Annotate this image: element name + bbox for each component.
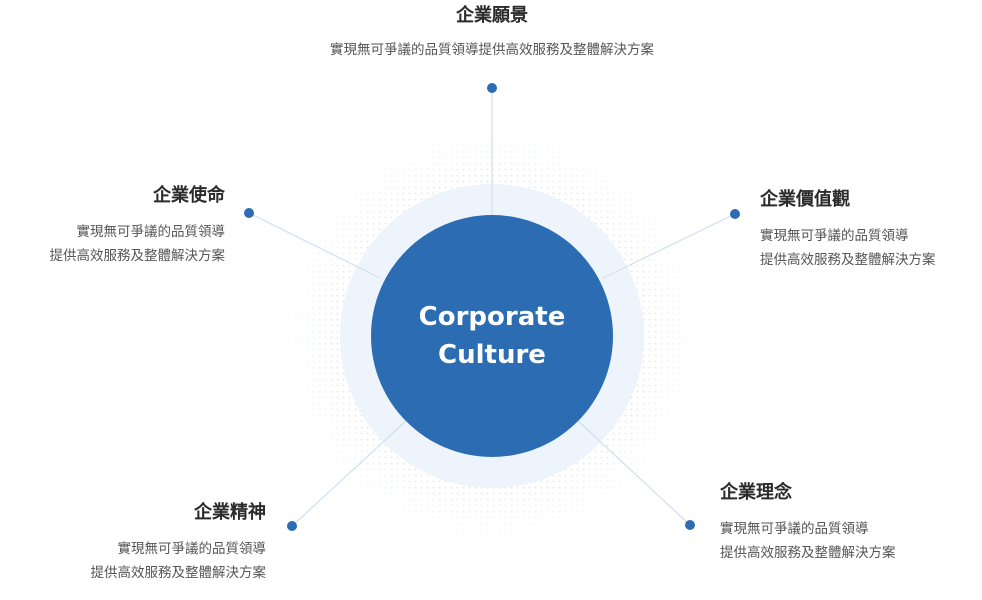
node-mission-title: 企業使命 — [153, 185, 225, 206]
node-values-desc-line1: 實現無可爭議的品質領導 — [760, 228, 909, 244]
node-dot-spirit — [287, 521, 297, 531]
node-philosophy-desc-line2: 提供高效服務及整體解決方案 — [720, 545, 896, 561]
center-label-line1: Corporate — [418, 302, 566, 332]
node-mission-desc-line1: 實現無可爭議的品質領導 — [76, 224, 226, 240]
node-mission-desc-line2: 提供高效服務及整體解決方案 — [49, 248, 226, 264]
node-dot-vision — [487, 83, 497, 93]
node-spirit-desc: 實現無可爭議的品質領導 提供高效服務及整體解決方案 — [30, 537, 267, 585]
node-values-desc: 實現無可爭議的品質領導 提供高效服務及整體解決方案 — [760, 224, 982, 272]
node-philosophy-desc: 實現無可爭議的品質領導 提供高效服務及整體解決方案 — [720, 517, 982, 565]
connector-mission — [248, 212, 381, 279]
node-dot-philosophy — [685, 520, 695, 530]
node-dot-mission — [244, 208, 254, 218]
node-mission: 企業使命 實現無可爭議的品質領導 提供高效服務及整體解決方案 — [0, 184, 226, 268]
node-values-desc-line2: 提供高效服務及整體解決方案 — [760, 252, 936, 268]
node-spirit-desc-line1: 實現無可爭議的品質領導 — [117, 541, 267, 557]
center-circle — [371, 215, 613, 457]
connector-philosophy — [576, 419, 691, 526]
node-vision: 企業願景 實現無可爭議的品質領導提供高效服務及整體解決方案 — [200, 4, 784, 62]
node-philosophy-title: 企業理念 — [720, 482, 792, 503]
node-dot-values — [730, 209, 740, 219]
center-label: Corporate Culture — [371, 215, 613, 457]
node-spirit-title: 企業精神 — [194, 502, 266, 523]
node-values: 企業價值觀 實現無可爭議的品質領導 提供高效服務及整體解決方案 — [760, 188, 982, 272]
node-spirit-desc-line2: 提供高效服務及整體解決方案 — [90, 565, 267, 581]
node-values-title: 企業價值觀 — [760, 189, 850, 210]
connector-spirit — [291, 419, 408, 527]
center-label-line2: Culture — [438, 340, 546, 370]
node-philosophy: 企業理念 實現無可爭議的品質領導 提供高效服務及整體解決方案 — [720, 481, 982, 565]
connector-values — [602, 213, 736, 279]
node-vision-title: 企業願景 — [456, 5, 528, 26]
node-mission-desc: 實現無可爭議的品質領導 提供高效服務及整體解決方案 — [0, 220, 226, 268]
node-philosophy-desc-line1: 實現無可爭議的品質領導 — [720, 521, 869, 537]
node-spirit: 企業精神 實現無可爭議的品質領導 提供高效服務及整體解決方案 — [30, 501, 267, 585]
node-vision-desc: 實現無可爭議的品質領導提供高效服務及整體解決方案 — [330, 42, 654, 58]
